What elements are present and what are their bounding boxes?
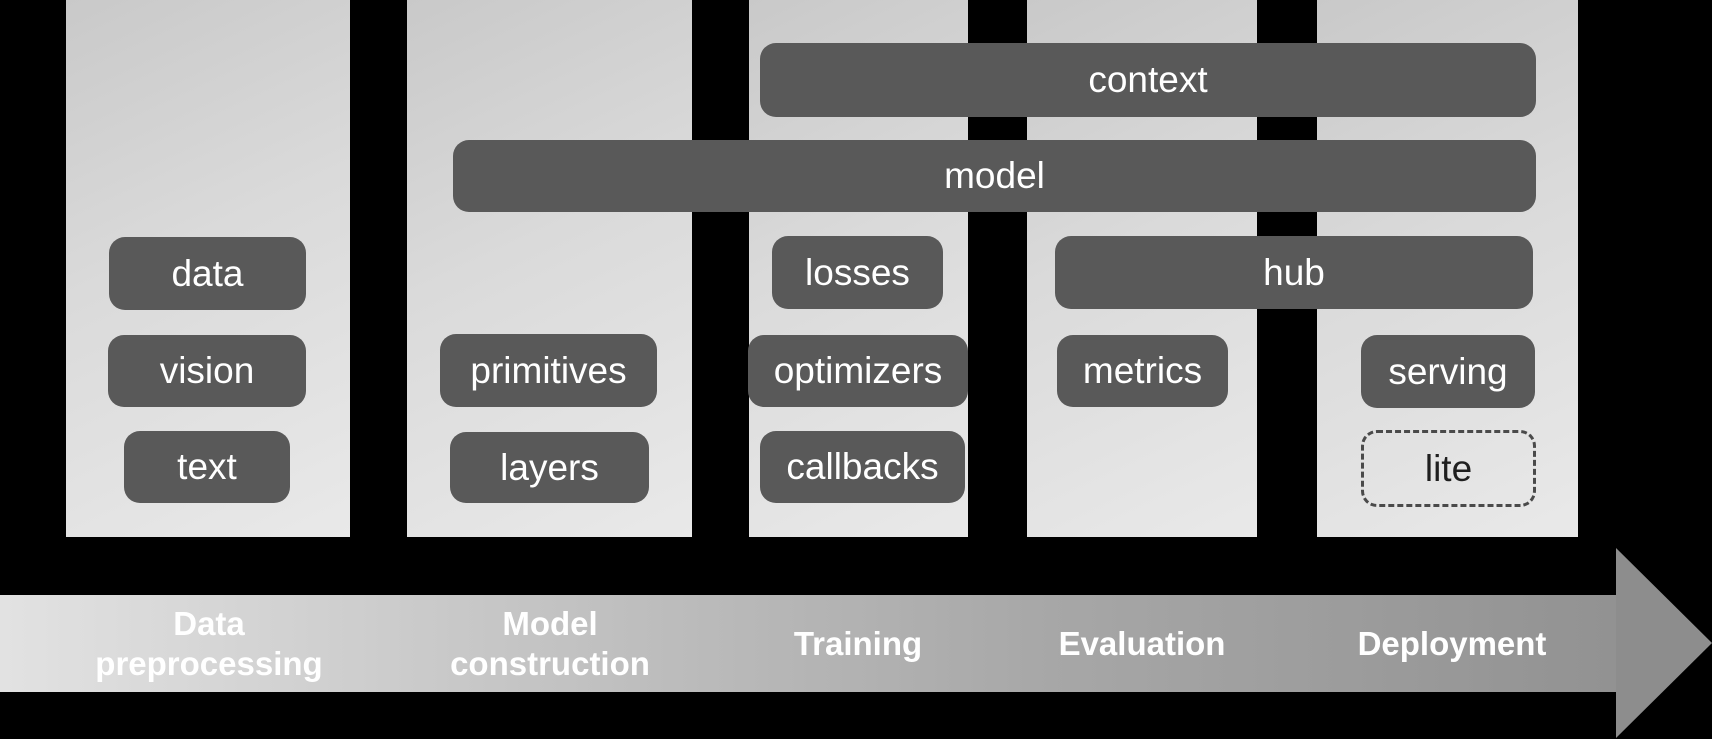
module-box-optimizers: optimizers xyxy=(748,335,968,407)
module-box-metrics: metrics xyxy=(1057,335,1228,407)
stage-label-training: Training xyxy=(793,624,923,662)
module-box-serving: serving xyxy=(1361,335,1535,408)
stage-label-model-construction: Model construction xyxy=(450,604,650,682)
module-box-lite-dashed: lite xyxy=(1361,430,1536,507)
stage-label-deployment: Deployment xyxy=(1357,624,1547,662)
module-box-primitives: primitives xyxy=(440,334,657,407)
pipeline-arrow-shaft xyxy=(0,595,1616,692)
module-bar-context: context xyxy=(760,43,1536,117)
module-box-layers: layers xyxy=(450,432,649,503)
module-box-losses: losses xyxy=(772,236,943,309)
module-bar-model: model xyxy=(453,140,1536,212)
module-box-vision: vision xyxy=(108,335,306,407)
module-box-data: data xyxy=(109,237,306,310)
module-box-text: text xyxy=(124,431,290,503)
module-box-callbacks: callbacks xyxy=(760,431,965,503)
pipeline-arrow-head-icon xyxy=(1616,548,1712,738)
stage-label-evaluation: Evaluation xyxy=(1058,624,1226,662)
stage-label-data-preprocessing: Data preprocessing xyxy=(95,604,323,682)
module-box-hub: hub xyxy=(1055,236,1533,309)
